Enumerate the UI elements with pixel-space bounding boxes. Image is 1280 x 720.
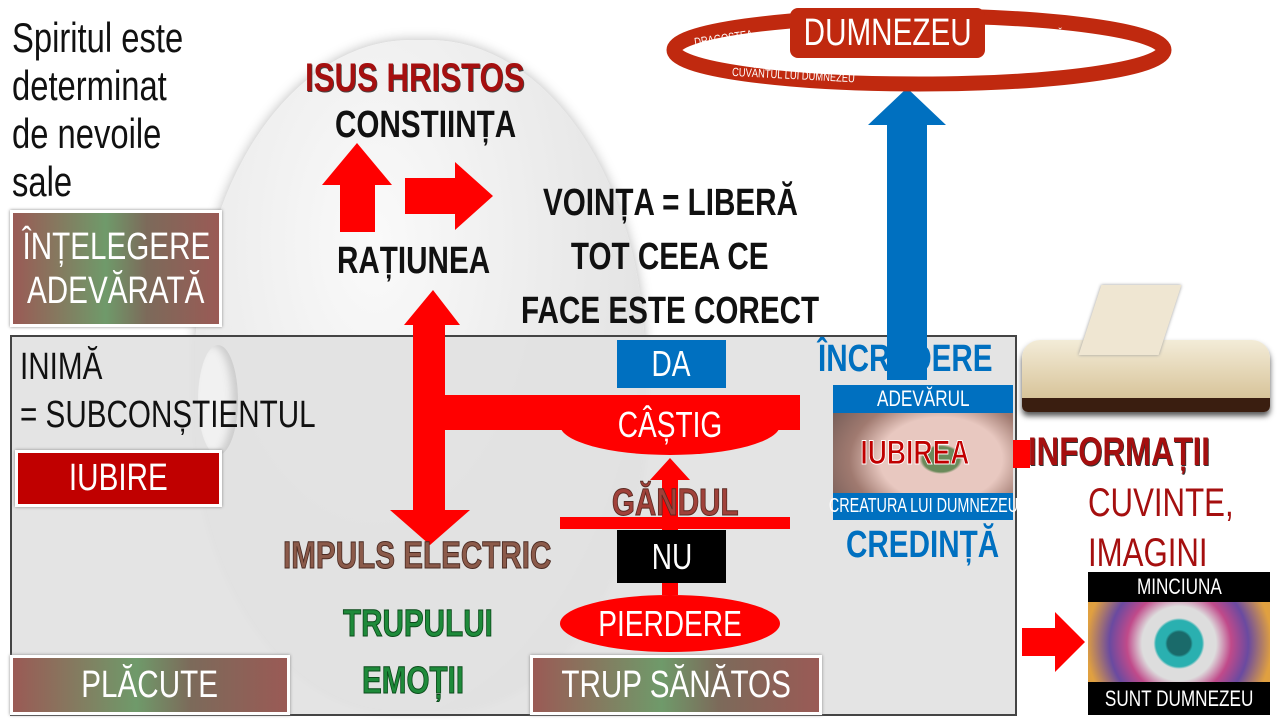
text-label: CREDINȚĂ bbox=[846, 524, 1000, 566]
thought-line bbox=[560, 517, 790, 529]
gandul-label: GĂNDUL bbox=[590, 482, 760, 525]
pierdere-ellipse: PIERDERE bbox=[560, 595, 780, 652]
lie-right-arrow-icon bbox=[1022, 612, 1085, 672]
understanding-line: ADEVĂRATĂ bbox=[27, 269, 205, 312]
text-label: ÎNCREDERE bbox=[818, 338, 993, 380]
text-label: TOT CEEA CE bbox=[571, 236, 769, 278]
text-label: NU bbox=[651, 535, 692, 577]
eye-card-middle: IUBIREA bbox=[833, 413, 1013, 493]
heart-text: INIMĂ = SUBCONȘTIENTUL bbox=[20, 343, 399, 439]
understanding-line: ÎNȚELEGERE bbox=[22, 225, 210, 268]
intro-line: de nevoile bbox=[12, 110, 162, 157]
text-label: INFORMAȚII bbox=[1028, 430, 1210, 474]
credinta-label: CREDINȚĂ bbox=[846, 524, 1042, 567]
ring-label-roada: ROADĂ bbox=[1030, 27, 1073, 41]
text-label: CONSTIINȚA bbox=[335, 104, 517, 146]
text-label: INIMĂ bbox=[20, 346, 103, 388]
text-label: VOINȚA = LIBERĂ bbox=[542, 182, 798, 224]
text-label: RAȚIUNEA bbox=[337, 240, 491, 282]
vointa-text: VOINȚA = LIBERĂ TOT CEEA CE FACE ESTE CO… bbox=[500, 176, 840, 338]
text-label: PLĂCUTE bbox=[81, 663, 219, 706]
placute-box: PLĂCUTE bbox=[10, 655, 290, 715]
love-box: IUBIRE bbox=[15, 450, 222, 507]
intro-line: determinat bbox=[12, 62, 167, 109]
impuls-electric-label: IMPULS ELECTRIC bbox=[283, 535, 627, 578]
lie-card-top: MINCIUNA bbox=[1088, 572, 1270, 602]
castig-ellipse: CÂȘTIG bbox=[560, 395, 780, 455]
ratiunea-label: RAȚIUNEA bbox=[337, 240, 533, 283]
lie-card: MINCIUNA SUNT DUMNEZEU bbox=[1088, 572, 1270, 715]
text-label: TRUPULUI bbox=[343, 603, 494, 646]
text-label: FACE ESTE CORECT bbox=[520, 290, 820, 332]
eye-card: ADEVĂRUL IUBIREA CREATURA LUI DUMNEZEU bbox=[828, 385, 1018, 520]
cuvinte-text: CUVINTE, IMAGINI bbox=[1088, 478, 1275, 578]
text-label: GĂNDUL bbox=[611, 482, 739, 525]
da-box: DA bbox=[617, 340, 726, 388]
text-label: CÂȘTIG bbox=[617, 404, 723, 445]
text-label: IMPULS ELECTRIC bbox=[283, 535, 552, 578]
lie-card-bottom: SUNT DUMNEZEU bbox=[1088, 682, 1270, 715]
constiinta-label: CONSTIINȚA bbox=[335, 104, 567, 147]
incredere-label: ÎNCREDERE bbox=[818, 338, 1042, 381]
text-label: PIERDERE bbox=[598, 602, 742, 644]
text-label: CREATURA LUI DUMNEZEU bbox=[828, 495, 1018, 517]
emotii-label: EMOȚII bbox=[362, 660, 493, 703]
eye-card-top: ADEVĂRUL bbox=[833, 385, 1013, 413]
right-arrow-icon bbox=[405, 162, 493, 230]
blue-up-arrow-icon bbox=[868, 88, 946, 380]
nu-box: NU bbox=[617, 530, 726, 583]
intro-text: Spiritul este determinat de nevoile sale bbox=[12, 14, 231, 206]
ear-icon bbox=[198, 345, 238, 455]
text-label: ADEVĂRUL bbox=[876, 386, 970, 411]
intro-line: sale bbox=[12, 158, 73, 205]
text-label: MINCIUNA bbox=[1136, 574, 1222, 599]
up-arrow-icon bbox=[322, 143, 392, 232]
text-label: IUBIRE bbox=[69, 457, 168, 499]
text-label: EMOȚII bbox=[362, 660, 465, 703]
informatii-label: INFORMAȚII bbox=[1028, 430, 1261, 475]
understanding-box: ÎNȚELEGERE ADEVĂRATĂ bbox=[10, 210, 222, 327]
text-label: ISUS HRISTOS bbox=[305, 56, 525, 100]
dumnezeu-box: DUMNEZEU bbox=[790, 8, 985, 58]
trupului-label: TRUPULUI bbox=[343, 603, 535, 646]
text-label: IMAGINI bbox=[1088, 531, 1208, 575]
bible-image bbox=[1022, 340, 1270, 412]
text-label: SUNT DUMNEZEU bbox=[1104, 685, 1254, 711]
isus-hristos-label: ISUS HRISTOS bbox=[305, 56, 587, 101]
text-label: ROADĂ bbox=[1030, 27, 1064, 41]
text-label: DA bbox=[651, 343, 691, 384]
text-label: TRUP SĂNĂTOS bbox=[561, 663, 791, 706]
text-label: = SUBCONȘTIENTUL bbox=[20, 394, 316, 436]
eye-card-bottom: CREATURA LUI DUMNEZEU bbox=[828, 493, 1018, 520]
text-label: DUMNEZEU bbox=[803, 11, 972, 54]
trup-sanatos-box: TRUP SĂNĂTOS bbox=[530, 655, 822, 715]
intro-line: Spiritul este bbox=[12, 14, 184, 61]
text-label: IUBIREA bbox=[860, 433, 970, 472]
text-label: CUVINTE, bbox=[1088, 481, 1234, 525]
